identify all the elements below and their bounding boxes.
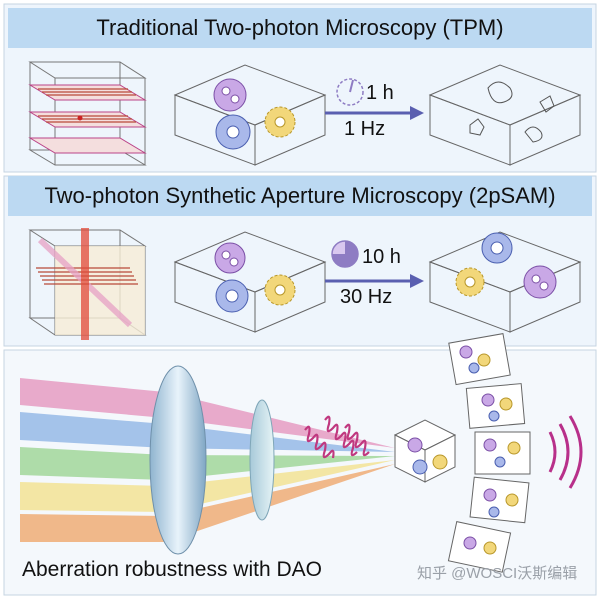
dao-cells [407,437,448,475]
watermark: 知乎 @WOSCI沃斯编辑 [417,565,578,582]
correction-lens [249,399,275,521]
2psam-banner [8,176,592,216]
2psam-arrow [325,274,424,288]
tpm-arrow [325,106,424,120]
2psam-title: Two-photon Synthetic Aperture Microscopy… [44,183,556,208]
2psam-cells [214,242,296,313]
tpm-title: Traditional Two-photon Microscopy (TPM) [96,15,504,40]
tpm-damaged-cells [469,81,555,143]
tpm-banner [8,8,592,48]
focal-point [77,115,83,121]
dao-title: Aberration robustness with DAO [22,558,322,581]
timelapse-frames [447,333,531,573]
tpm-clock-icon [336,78,364,106]
emission-waves-icon [548,415,583,489]
2psam-preserved-cells [455,232,557,299]
tpm-rate: 1 Hz [344,118,386,140]
tpm-bleached-cube [428,64,582,166]
tpm-cells [213,78,296,150]
timelapse-cells [459,345,521,555]
2psam-rate: 30 Hz [340,286,393,308]
2psam-beams [37,228,133,340]
tpm-scan-lines [38,88,136,123]
tpm-sample-cube [173,64,327,166]
aberration-waves [304,415,370,459]
tpm-duration: 1 h [366,82,394,104]
illumination-beams [20,378,395,542]
objective-lens [149,365,207,555]
2psam-clock-icon [331,240,359,268]
2psam-duration: 10 h [362,246,401,268]
2psam-scan-stack [28,229,147,336]
